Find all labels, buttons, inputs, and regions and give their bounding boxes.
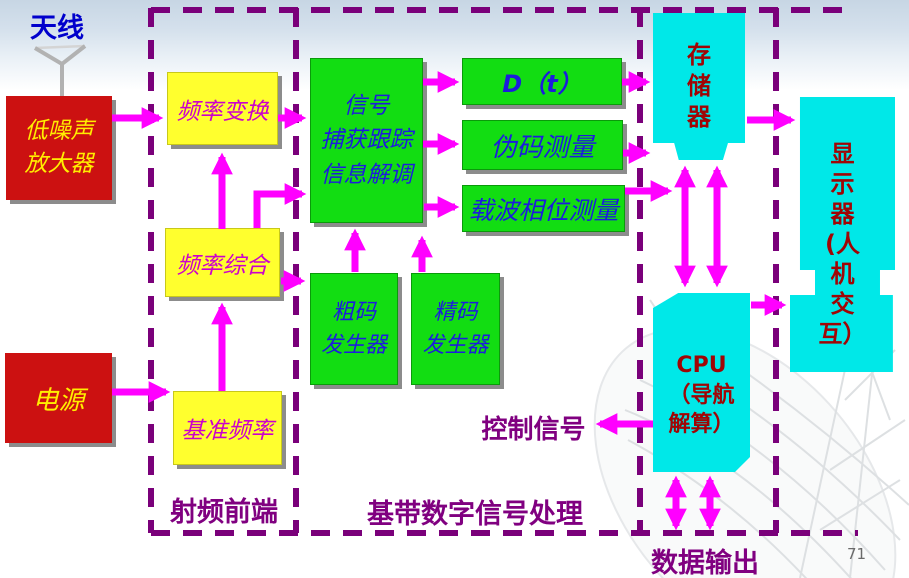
block-frequency-conversion: 频率变换 [167, 72, 278, 145]
block-memory-label: 存 储 器 [687, 40, 711, 132]
block-coarse-code-generator-label: 粗码 发生器 [320, 300, 387, 358]
block-carrier-phase-measurement-label: 载波相位测量 [468, 195, 619, 225]
block-display-hmi: 显 示 器 (人 机 交 互） [790, 97, 895, 372]
block-reference-frequency: 基准频率 [173, 391, 282, 465]
block-fine-code-generator-label: 精码 发生器 [422, 300, 489, 358]
block-reference-frequency-label: 基准频率 [181, 418, 274, 444]
block-frequency-conversion-label: 频率变换 [176, 98, 269, 125]
data-output-label: 数据输出 [651, 548, 759, 578]
block-pseudocode-measurement: 伪码测量 [462, 120, 623, 170]
page-number: 71 [847, 545, 867, 563]
block-display-hmi-label: 显 示 器 (人 机 交 互） [818, 140, 867, 348]
antenna-title: 天线 [30, 13, 84, 44]
block-coarse-code-generator: 粗码 发生器 [310, 273, 398, 385]
block-cpu-navigation-label: CPU （导航 解算） [668, 352, 735, 438]
baseband-processing-label: 基带数字信号处理 [367, 499, 583, 530]
block-frequency-synthesis: 频率综合 [165, 228, 280, 297]
block-low-noise-amplifier-label: 低噪声 放大器 [24, 117, 94, 177]
control-signal-label: 控制信号 [481, 415, 586, 445]
sky-band [0, 0, 909, 95]
block-fine-code-generator: 精码 发生器 [411, 273, 500, 385]
rf-front-end-label: 射频前端 [170, 497, 278, 528]
block-cpu-navigation: CPU （导航 解算） [653, 293, 750, 472]
block-memory: 存 储 器 [653, 13, 745, 160]
block-power-supply-label: 电源 [32, 385, 85, 416]
block-carrier-phase-measurement: 载波相位测量 [462, 185, 625, 232]
block-signal-acquisition-tracking-label: 信号 捕获跟踪 信息解调 [320, 92, 413, 188]
block-dt-data: D（t） [462, 58, 622, 105]
block-pseudocode-measurement-label: 伪码测量 [490, 132, 595, 163]
block-signal-acquisition-tracking: 信号 捕获跟踪 信息解调 [310, 58, 423, 223]
block-low-noise-amplifier: 低噪声 放大器 [6, 96, 112, 200]
block-frequency-synthesis-label: 频率综合 [176, 252, 269, 279]
block-power-supply: 电源 [5, 353, 112, 443]
block-dt-data-label: D（t） [502, 70, 582, 98]
